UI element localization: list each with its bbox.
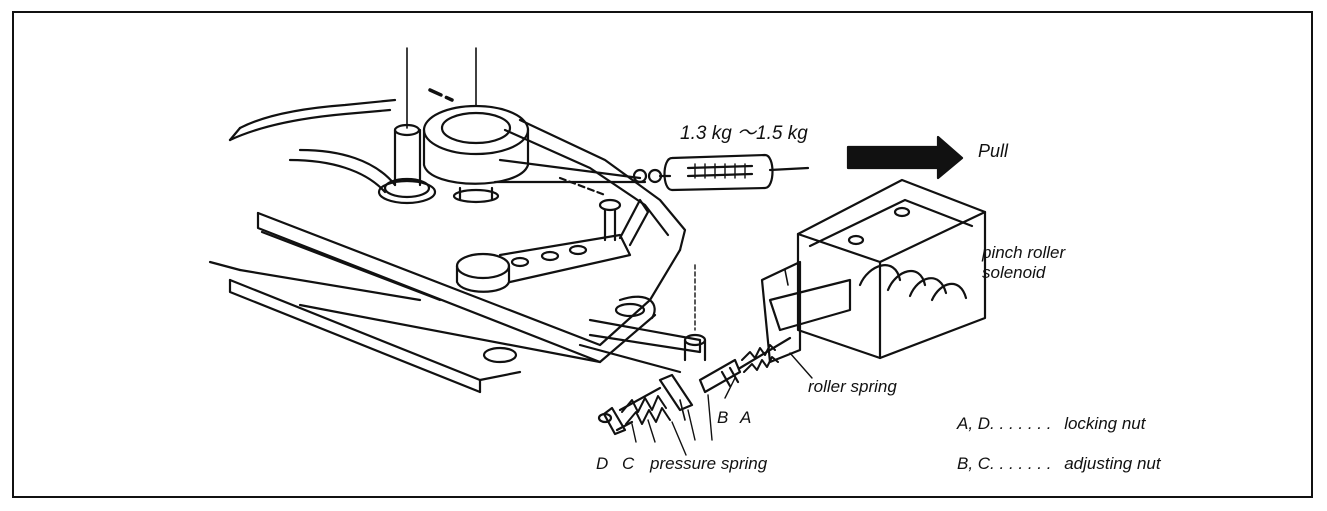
- pull-label: Pull: [978, 141, 1009, 161]
- letter-b-label: B: [717, 408, 729, 427]
- legend-keys: B, C. . . . . . .: [957, 454, 1052, 473]
- legend-row-1: A, D. . . . . . . locking nut: [957, 414, 1145, 434]
- leader-lines: [631, 352, 813, 456]
- capstan-post: [377, 47, 454, 205]
- weight-range-label: 1.3 kg ～1.5 kg: [680, 123, 808, 144]
- pinch-lever: [455, 198, 650, 293]
- solenoid-body: [760, 178, 987, 364]
- letter-d-label: D: [596, 454, 609, 473]
- legend-meaning: adjusting nut: [1064, 454, 1161, 473]
- pressure-spring-assembly: [597, 373, 713, 441]
- link-bar: [578, 264, 707, 421]
- legend-meaning: locking nut: [1064, 414, 1146, 433]
- roller-spring-assembly: [698, 336, 792, 394]
- pinch-roller-wheel: [422, 47, 530, 204]
- letter-a-label: A: [740, 408, 752, 427]
- pressure-spring-label: pressure spring: [650, 454, 768, 473]
- roller-spring-label: roller spring: [808, 377, 897, 396]
- letter-c-label: C: [622, 454, 635, 473]
- pull-arrow-icon: [846, 135, 964, 180]
- legend-keys: A, D. . . . . . .: [957, 414, 1052, 433]
- spring-scale: [663, 153, 774, 192]
- pull-wire: [493, 158, 810, 197]
- deck-plate: [208, 98, 687, 394]
- legend-row-2: B, C. . . . . . . adjusting nut: [957, 454, 1161, 474]
- solenoid-label-line1: pinch roller: [982, 243, 1066, 262]
- diagram-frame: [12, 11, 1313, 498]
- solenoid-label-line2: solenoid: [982, 263, 1046, 282]
